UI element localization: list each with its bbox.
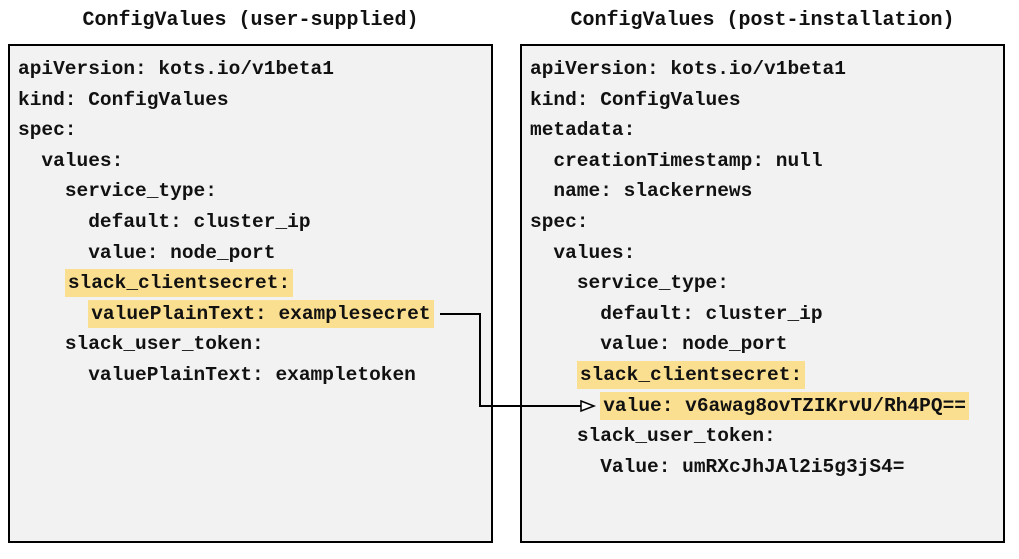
code-line: Value: umRXcJhJAl2i5g3jS4=	[530, 452, 1003, 483]
code-line: name: slackernews	[530, 176, 1003, 207]
code-line-text: valuePlainText: exampletoken	[88, 363, 416, 386]
code-box-post-installation: apiVersion: kots.io/v1beta1 kind: Config…	[520, 44, 1005, 543]
code-line-indent	[530, 333, 600, 355]
code-line-indent	[530, 180, 553, 202]
code-line-text: valuePlainText: examplesecret	[88, 299, 434, 328]
code-line: valuePlainText: exampletoken	[18, 360, 491, 391]
code-line: creationTimestamp: null	[530, 146, 1003, 177]
code-line-indent	[530, 150, 553, 172]
code-line-text: values:	[41, 149, 124, 172]
code-line-indent	[530, 456, 600, 478]
code-line-indent	[18, 364, 88, 386]
code-line-text: spec:	[18, 119, 77, 142]
code-line-text: apiVersion: kots.io/v1beta1	[18, 58, 334, 80]
code-line-text: name: slackernews	[553, 180, 753, 203]
code-line: spec:	[530, 207, 1003, 238]
code-line-text: default: cluster_ip	[88, 210, 311, 233]
code-line: value: v6awag8ovTZIKrvU/Rh4PQ==	[530, 391, 1003, 422]
code-line: apiVersion: kots.io/v1beta1	[18, 54, 491, 85]
code-line-text: slack_user_token:	[64, 333, 264, 356]
code-line: apiVersion: kots.io/v1beta1	[530, 54, 1003, 85]
code-line-text: values:	[553, 241, 636, 264]
code-line-indent	[530, 395, 600, 417]
code-line: values:	[18, 146, 491, 177]
code-line-indent	[530, 425, 577, 447]
code-line-text: creationTimestamp: null	[553, 149, 823, 172]
code-line: spec:	[18, 115, 491, 146]
code-line: service_type:	[530, 268, 1003, 299]
code-line-indent	[18, 303, 88, 325]
code-line: service_type:	[18, 176, 491, 207]
code-line: values:	[530, 238, 1003, 269]
code-line-text: slack_user_token:	[576, 425, 776, 448]
code-line: slack_clientsecret:	[18, 268, 491, 299]
code-line-indent	[18, 272, 65, 294]
code-line: valuePlainText: examplesecret	[18, 299, 491, 330]
code-line-text: metadata:	[530, 119, 636, 142]
code-line-text: value: v6awag8ovTZIKrvU/Rh4PQ==	[600, 391, 969, 420]
code-line: slack_user_token:	[530, 421, 1003, 452]
panel-title-post-installation: ConfigValues (post-installation)	[570, 9, 955, 32]
code-line-text: slack_clientsecret:	[64, 269, 294, 298]
code-line: kind: ConfigValues	[530, 85, 1003, 116]
code-line: slack_clientsecret:	[530, 360, 1003, 391]
code-line-text: service_type:	[64, 180, 217, 203]
code-line: default: cluster_ip	[530, 299, 1003, 330]
code-line-text: value: node_port	[600, 333, 788, 356]
code-line-indent	[530, 272, 577, 294]
code-line-text: Value: umRXcJhJAl2i5g3jS4=	[600, 455, 905, 478]
code-line-indent	[530, 303, 600, 325]
code-line-text: spec:	[530, 210, 589, 233]
code-line-text: kind: ConfigValues	[18, 88, 229, 111]
code-line-text: slack_clientsecret:	[576, 360, 806, 389]
config-panel-user-supplied: ConfigValues (user-supplied) apiVersion:…	[8, 6, 493, 543]
code-line-indent	[18, 211, 88, 233]
code-line: value: node_port	[18, 238, 491, 269]
code-line-indent	[18, 242, 88, 264]
code-box-user-supplied: apiVersion: kots.io/v1beta1 kind: Config…	[8, 44, 493, 543]
code-line-indent	[530, 242, 553, 264]
config-panel-post-installation: ConfigValues (post-installation) apiVers…	[520, 6, 1005, 543]
panel-title-user-supplied: ConfigValues (user-supplied)	[82, 9, 419, 32]
code-line-indent	[530, 364, 577, 386]
code-line-text: kind: ConfigValues	[530, 88, 741, 111]
code-line-text: value: node_port	[88, 241, 276, 264]
code-line: kind: ConfigValues	[18, 85, 491, 116]
code-line-text: apiVersion: kots.io/v1beta1	[530, 58, 846, 80]
code-line: default: cluster_ip	[18, 207, 491, 238]
code-line: metadata:	[530, 115, 1003, 146]
code-line-indent	[18, 333, 65, 355]
code-line-text: default: cluster_ip	[600, 302, 823, 325]
code-line-text: service_type:	[576, 272, 729, 295]
code-line: value: node_port	[530, 329, 1003, 360]
code-line-indent	[18, 150, 41, 172]
code-line: slack_user_token:	[18, 329, 491, 360]
code-line-indent	[18, 180, 65, 202]
